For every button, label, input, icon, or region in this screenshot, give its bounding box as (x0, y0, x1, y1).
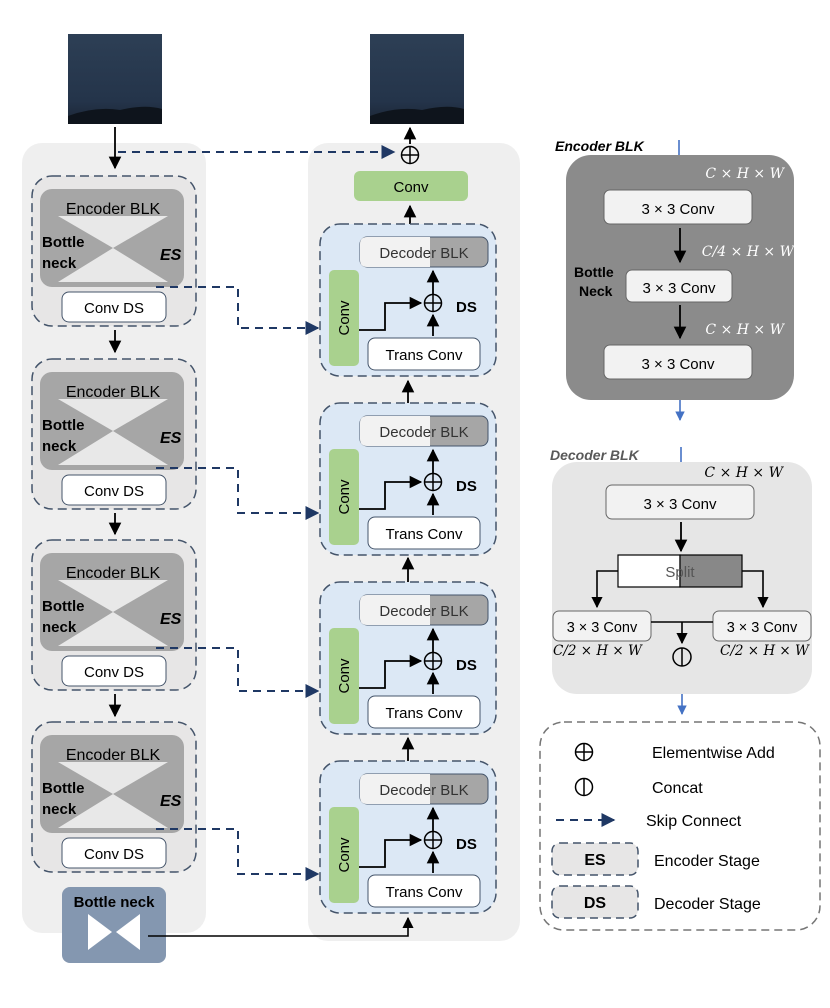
bottleneck-label-line1: Bottle (42, 598, 85, 615)
bottleneck-to-decoder-line (148, 916, 414, 937)
encoder-blk-label: Encoder BLK (66, 201, 161, 218)
dec-conv-right-label: 3 × 3 Conv (727, 620, 798, 636)
es-tag: ES (160, 430, 182, 447)
legend: Elementwise Add Concat Skip Connect ES E… (539, 721, 821, 931)
bottleneck-block-label: Bottle neck (74, 894, 156, 911)
ds-tag: DS (456, 478, 477, 495)
bottleneck-block: Bottle neck (62, 887, 166, 963)
add-icon (423, 830, 443, 850)
output-add-icon (400, 145, 420, 165)
conv-ds-label: Conv DS (84, 846, 144, 863)
es-tag: ES (160, 247, 182, 264)
concat-icon (672, 647, 692, 667)
add-icon (423, 472, 443, 492)
legend-label-skip: Skip Connect (646, 813, 742, 830)
bottleneck-label-line1: Bottle (42, 234, 85, 251)
legend-es-tag: ES (584, 852, 606, 869)
add-icon (423, 651, 443, 671)
dec-conv-top-label: 3 × 3 Conv (644, 496, 717, 513)
decoder-blk-label: Decoder BLK (379, 782, 468, 799)
encoder-stage-2: Encoder BLK Bottle neck ES Conv DS (31, 358, 197, 510)
bottle-neck-line1: Bottle (574, 264, 614, 280)
conv-ds-label: Conv DS (84, 483, 144, 500)
add-icon (423, 293, 443, 313)
encoder-stage-1: Encoder BLK Bottle neck ES Conv DS (31, 175, 197, 327)
encoder-blk-label: Encoder BLK (66, 747, 161, 764)
legend-label-ds: Decoder Stage (654, 896, 761, 913)
legend-label-add: Elementwise Add (652, 745, 775, 762)
dim-mid: C/4 × H × W (702, 244, 796, 260)
bottleneck-hourglass (58, 762, 168, 828)
dim-out: C × H × W (705, 322, 785, 338)
decoder-blk-detail-title: Decoder BLK (550, 447, 640, 463)
enc-conv3-label: 3 × 3 Conv (642, 356, 715, 373)
bottleneck-hourglass (58, 399, 168, 465)
side-conv-label: Conv (336, 479, 353, 515)
output-image (370, 34, 464, 124)
side-conv-label: Conv (336, 658, 353, 694)
bottleneck-label-line2: neck (42, 801, 77, 818)
bottleneck-label-line2: neck (42, 255, 77, 272)
encoder-stage-3: Encoder BLK Bottle neck ES Conv DS (31, 539, 197, 691)
decoder-blk-label: Decoder BLK (379, 245, 468, 262)
bottleneck-hourglass (58, 580, 168, 646)
ds-tag: DS (456, 299, 477, 316)
encoder-blk-label: Encoder BLK (66, 384, 161, 401)
conv-ds-label: Conv DS (84, 300, 144, 317)
decoder-blk-detail: Decoder BLK C × H × W 3 × 3 Conv Split 3… (550, 447, 812, 715)
es-tag: ES (160, 793, 182, 810)
encoder-blk-detail: Encoder BLK C × H × W 3 × 3 Conv C/4 × H… (555, 138, 796, 421)
skip-connections (118, 145, 396, 881)
legend-concat-icon (574, 777, 594, 797)
enc-conv2-label: 3 × 3 Conv (643, 280, 716, 297)
trans-conv-label: Trans Conv (386, 526, 463, 543)
bottle-neck-line2: Neck (579, 283, 613, 299)
bottleneck-label-line2: neck (42, 619, 77, 636)
input-image (68, 34, 162, 124)
encoder-blk-label: Encoder BLK (66, 565, 161, 582)
ds-tag: DS (456, 836, 477, 853)
trans-conv-label: Trans Conv (386, 705, 463, 722)
legend-add-icon (574, 742, 594, 762)
svg-text:Conv: Conv (393, 179, 429, 196)
trans-conv-label: Trans Conv (386, 884, 463, 901)
side-conv-label: Conv (336, 300, 353, 336)
dec-dim-left: C/2 × H × W (553, 643, 643, 659)
bottleneck-label-line1: Bottle (42, 780, 85, 797)
encoder-stage-4: Encoder BLK Bottle neck ES Conv DS (31, 721, 197, 873)
dec-dim-right: C/2 × H × W (720, 643, 810, 659)
dim-in: C × H × W (705, 166, 785, 182)
decoder-blk-label: Decoder BLK (379, 603, 468, 620)
legend-label-es: Encoder Stage (654, 853, 760, 870)
split-label: Split (665, 564, 695, 581)
dec-dim-in: C × H × W (704, 465, 784, 481)
conv-ds-label: Conv DS (84, 664, 144, 681)
bottleneck-label-line1: Bottle (42, 417, 85, 434)
bottleneck-hourglass (58, 216, 168, 282)
bottleneck-hourglass-white (88, 914, 112, 950)
encoder-blk-detail-title: Encoder BLK (555, 138, 645, 154)
legend-label-concat: Concat (652, 780, 703, 797)
output-conv: Conv (354, 171, 468, 201)
ds-tag: DS (456, 657, 477, 674)
trans-conv-label: Trans Conv (386, 347, 463, 364)
dec-conv-left-label: 3 × 3 Conv (567, 620, 638, 636)
decoder-blk-label: Decoder BLK (379, 424, 468, 441)
enc-conv1-label: 3 × 3 Conv (642, 201, 715, 218)
bottleneck-label-line2: neck (42, 438, 77, 455)
legend-ds-tag: DS (584, 895, 607, 912)
es-tag: ES (160, 611, 182, 628)
side-conv-label: Conv (336, 837, 353, 873)
